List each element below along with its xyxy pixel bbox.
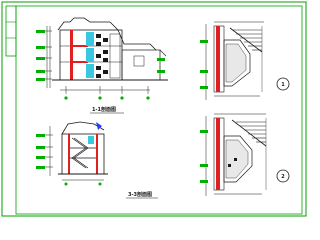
detail-2-marker	[276, 169, 290, 183]
detail-1-marker-number: 1	[281, 82, 285, 88]
section-1-1-title: 1-1剖面图	[92, 106, 116, 113]
level-marks-right	[157, 58, 165, 73]
detail-2-marker-number: 2	[281, 174, 285, 180]
drawing-border	[15, 5, 303, 215]
detail-1-drawing	[200, 21, 264, 100]
section-3-3-drawing	[36, 121, 108, 186]
drawing-sheet: 1-1剖面图 3-3剖面图	[1, 1, 307, 217]
section-3-3-title: 3-3剖面图	[128, 191, 152, 198]
sheet-frame	[1, 1, 307, 217]
detail-1-marker	[276, 77, 290, 91]
detail-2-drawing	[200, 113, 267, 196]
section-1-1-drawing	[36, 17, 168, 100]
level-marks-left	[36, 30, 45, 81]
binding-strip	[5, 5, 17, 57]
